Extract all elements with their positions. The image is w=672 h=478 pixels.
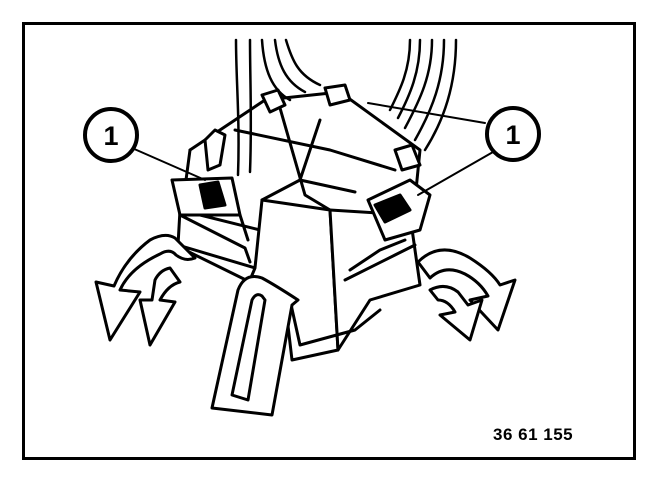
left-latch-clip	[170, 176, 252, 264]
callout-marker-left: 1	[83, 107, 139, 163]
right-latch-clip	[343, 178, 432, 282]
connector-housing	[176, 83, 422, 362]
right-release-arrow	[416, 248, 517, 342]
figure-reference-number: 36 61 155	[493, 425, 574, 444]
callout-leaders	[131, 102, 501, 196]
callout-label-right: 1	[505, 120, 520, 150]
left-release-arrow	[94, 233, 197, 347]
callout-label-left: 1	[103, 121, 118, 151]
callout-marker-right: 1	[485, 106, 541, 162]
wire-bundle	[234, 38, 458, 177]
release-tab	[210, 275, 300, 417]
